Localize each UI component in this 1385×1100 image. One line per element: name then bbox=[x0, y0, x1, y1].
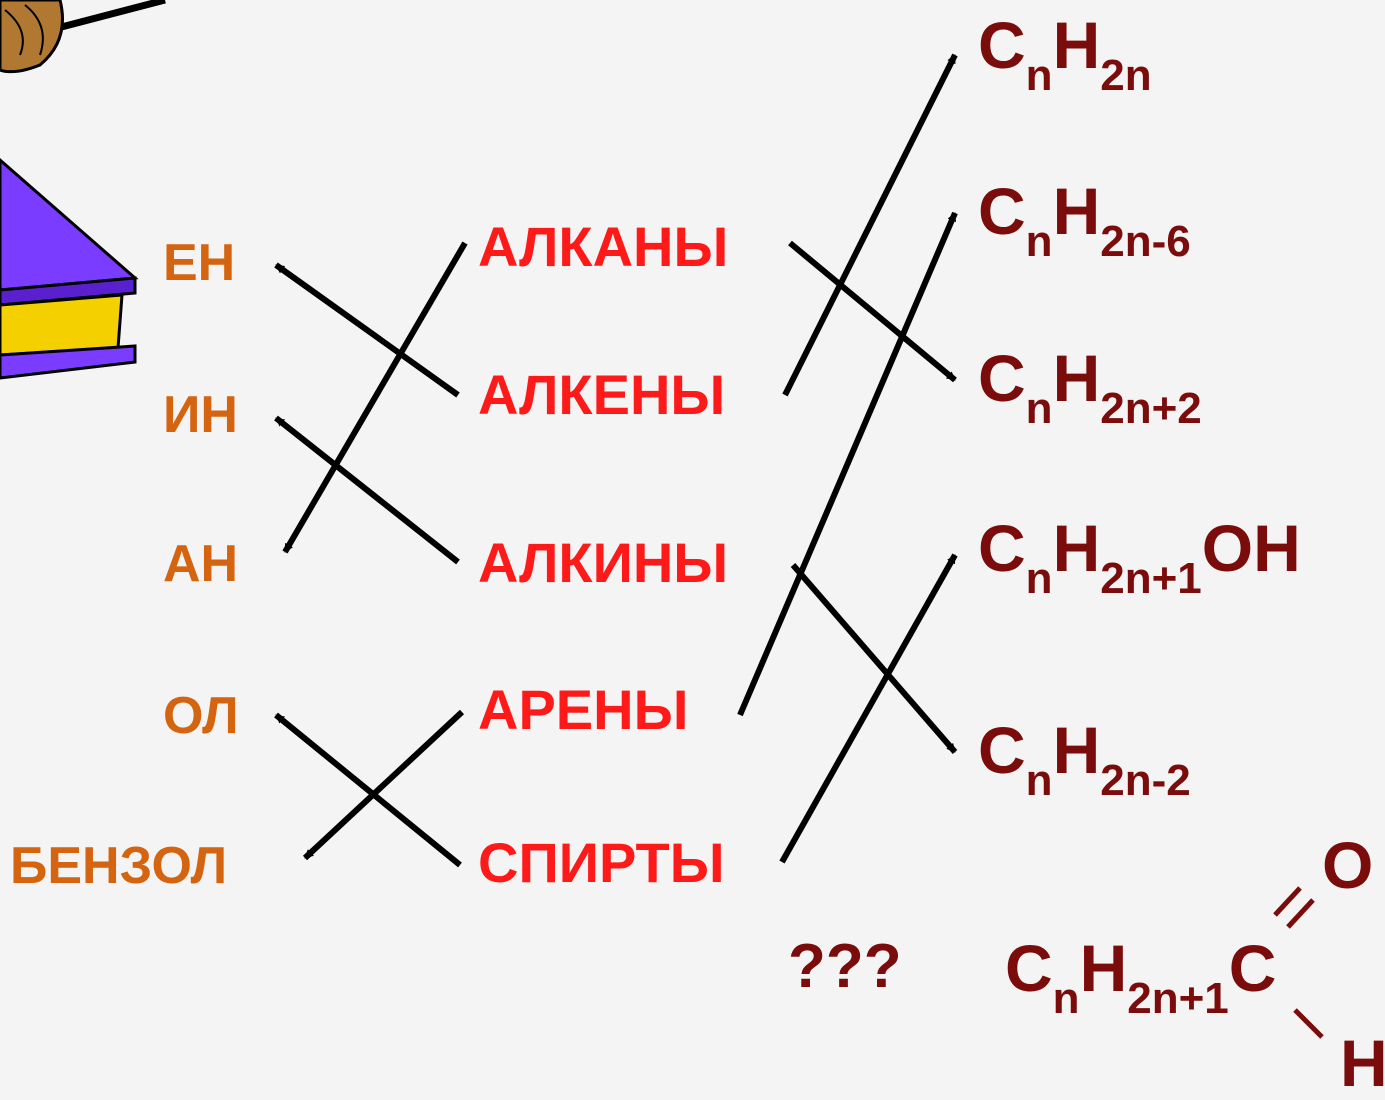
formula-h: H bbox=[1052, 341, 1101, 415]
book-icon bbox=[0, 158, 139, 380]
formula-n: n bbox=[1052, 974, 1080, 1023]
class-alkeny: АЛКЕНЫ bbox=[478, 363, 726, 426]
formula-c: C bbox=[978, 511, 1026, 585]
formula-c: C bbox=[978, 713, 1026, 787]
formula-alcohol: CnH2n+1OH bbox=[978, 515, 1301, 601]
formula-h: H bbox=[1052, 511, 1101, 585]
formula-sub: 2n+1 bbox=[1100, 554, 1202, 603]
aldehyde-carbon: C bbox=[1228, 931, 1277, 1005]
aldehyde-oxygen: O bbox=[1322, 828, 1374, 902]
formula-c: C bbox=[1005, 931, 1053, 1005]
formula-n: n bbox=[1025, 756, 1053, 805]
suffix-an: АН bbox=[163, 535, 239, 593]
formula-sub: 2n-2 bbox=[1100, 756, 1191, 805]
formula-alkane: CnH2n+2 bbox=[978, 345, 1202, 431]
formula-c: C bbox=[978, 341, 1026, 415]
formula-n: n bbox=[1025, 217, 1053, 266]
arrow-alkeny-formula bbox=[782, 53, 958, 397]
formula-c: C bbox=[978, 8, 1026, 82]
formula-sub: 2n+1 bbox=[1127, 974, 1229, 1023]
formula-n: n bbox=[1025, 384, 1053, 433]
aldehyde-hydrogen: H bbox=[1340, 1026, 1385, 1100]
arrow-alkiny-in bbox=[274, 415, 460, 565]
formula-sub: 2n+2 bbox=[1100, 384, 1202, 433]
suffix-in: ИН bbox=[163, 386, 238, 444]
formula-h: H bbox=[1052, 174, 1101, 248]
formula-tail: OH bbox=[1201, 511, 1301, 585]
arrow-areny-formula bbox=[737, 211, 958, 717]
arrow-spirty-ol bbox=[274, 712, 462, 868]
arrow-alkiny-formula bbox=[790, 563, 958, 754]
arrow-spirty-formula bbox=[779, 553, 958, 864]
class-spirty: СПИРТЫ bbox=[478, 831, 725, 894]
double-bond-line-1 bbox=[1273, 886, 1302, 917]
class-alkany: АЛКАНЫ bbox=[478, 215, 729, 278]
formula-n: n bbox=[1025, 51, 1053, 100]
formula-aldehyde: CnH2n+1C bbox=[1005, 935, 1276, 1021]
suffix-benzol: БЕНЗОЛ bbox=[10, 837, 228, 895]
class-alkiny: АЛКИНЫ bbox=[478, 531, 729, 594]
formula-n: n bbox=[1025, 554, 1053, 603]
formula-h: H bbox=[1052, 8, 1101, 82]
arrow-alkeny-en bbox=[274, 262, 460, 398]
formula-h: H bbox=[1079, 931, 1128, 1005]
question-marks: ??? bbox=[788, 932, 902, 1001]
formula-sub: 2n-6 bbox=[1100, 217, 1191, 266]
formula-arene: CnH2n-6 bbox=[978, 178, 1191, 264]
formula-sub: 2n bbox=[1100, 51, 1152, 100]
class-areny: АРЕНЫ bbox=[478, 678, 689, 741]
formula-alkene: CnH2n bbox=[978, 12, 1152, 98]
double-bond-line-2 bbox=[1286, 898, 1315, 929]
suffix-ol: ОЛ bbox=[163, 687, 239, 745]
arrow-areny-benzol bbox=[302, 709, 465, 861]
single-bond-line bbox=[1293, 1008, 1324, 1039]
formula-alkyne: CnH2n-2 bbox=[978, 717, 1191, 803]
arrow-alkany-an bbox=[282, 241, 468, 554]
formula-h: H bbox=[1052, 713, 1101, 787]
suffix-en: ЕН bbox=[163, 234, 236, 292]
formula-c: C bbox=[978, 174, 1026, 248]
brush-icon bbox=[0, 0, 166, 74]
arrow-alkany-formula bbox=[788, 240, 957, 383]
